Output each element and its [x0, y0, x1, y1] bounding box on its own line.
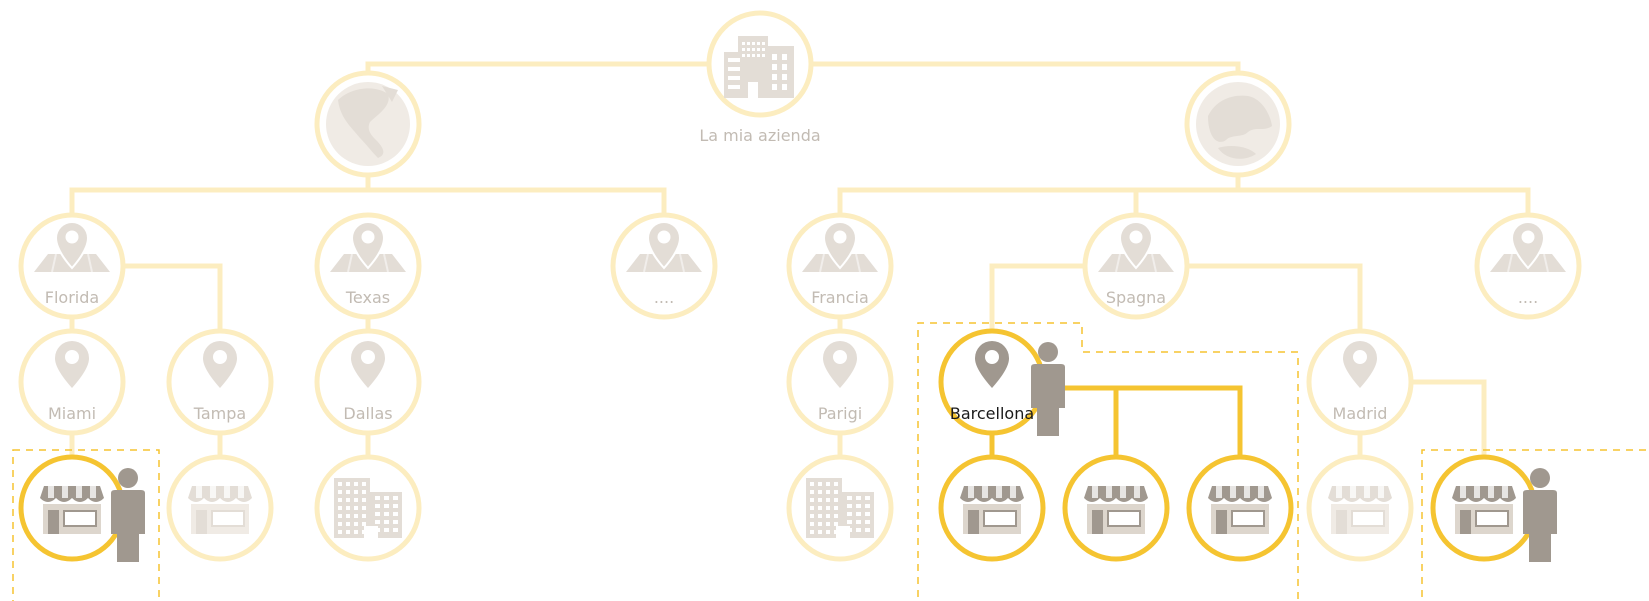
node-barcellona-store-1[interactable]: [938, 454, 1046, 562]
location-pin-icon: [55, 341, 89, 388]
node-texas[interactable]: Texas: [314, 212, 422, 320]
node-dallas[interactable]: Dallas: [314, 328, 422, 436]
node-barcellona-store-2[interactable]: [1062, 454, 1170, 562]
node-spagna[interactable]: Spagna: [1082, 212, 1190, 320]
node-label: Barcellona: [950, 404, 1034, 423]
selection-box-miami-store: [12, 449, 160, 601]
location-pin-icon: [1343, 341, 1377, 388]
store-icon: [40, 486, 104, 534]
node-na-more[interactable]: ....: [610, 212, 718, 320]
store-icon: [1328, 486, 1392, 534]
store-icon: [1084, 486, 1148, 534]
node-label: Spagna: [1106, 288, 1166, 307]
user-icon: [1523, 468, 1557, 562]
globe-europe-icon: [1196, 82, 1280, 166]
node-miami[interactable]: Miami: [18, 328, 126, 436]
map-pin-icon: [34, 221, 110, 273]
node-north-america[interactable]: [314, 70, 422, 178]
node-label: Dallas: [343, 404, 392, 423]
node-label: ....: [654, 288, 674, 307]
node-tampa-store[interactable]: [166, 454, 274, 562]
node-dallas-office[interactable]: [314, 454, 422, 562]
node-label: Parigi: [818, 404, 862, 423]
location-pin-icon: [351, 341, 385, 388]
map-pin-icon: [626, 221, 702, 273]
office-building-icon: [334, 478, 402, 538]
connector-city-to-sites: [69, 382, 1363, 508]
node-barcellona[interactable]: Barcellona: [938, 328, 1065, 436]
store-icon: [1452, 486, 1516, 534]
node-miami-store[interactable]: [18, 454, 145, 562]
map-pin-icon: [802, 221, 878, 273]
store-icon: [188, 486, 252, 534]
node-madrid[interactable]: Madrid: [1306, 328, 1414, 436]
node-eu-more[interactable]: ....: [1474, 212, 1582, 320]
node-label: Miami: [48, 404, 96, 423]
user-icon: [1031, 342, 1065, 436]
node-label: Florida: [45, 288, 99, 307]
node-parigi-office[interactable]: [786, 454, 894, 562]
node-europe[interactable]: [1184, 70, 1292, 178]
node-label: Madrid: [1333, 404, 1388, 423]
user-icon: [111, 468, 145, 562]
buildings-icon: [724, 36, 794, 98]
location-pin-icon: [203, 341, 237, 388]
node-francia[interactable]: Francia: [786, 212, 894, 320]
node-florida[interactable]: Florida: [18, 212, 126, 320]
store-icon: [1208, 486, 1272, 534]
node-label: ....: [1518, 288, 1538, 307]
node-parigi[interactable]: Parigi: [786, 328, 894, 436]
node-barcellona-store-3[interactable]: [1186, 454, 1294, 562]
node-madrid-store-1[interactable]: [1306, 454, 1414, 562]
node-label: Tampa: [193, 404, 246, 423]
location-pin-icon: [823, 341, 857, 388]
globe-americas-icon: [326, 82, 410, 166]
office-building-icon: [806, 478, 874, 538]
node-label: Francia: [811, 288, 869, 307]
store-icon: [960, 486, 1024, 534]
map-pin-icon: [1098, 221, 1174, 273]
node-root[interactable]: La mia azienda: [699, 10, 821, 145]
node-label: Texas: [345, 288, 390, 307]
map-pin-icon: [330, 221, 406, 273]
map-pin-icon: [1490, 221, 1566, 273]
node-tampa[interactable]: Tampa: [166, 328, 274, 436]
location-pin-icon: [975, 341, 1009, 388]
node-madrid-store-2[interactable]: [1430, 454, 1557, 562]
node-label: La mia azienda: [699, 126, 820, 145]
selection-dashes: [12, 322, 1649, 601]
selection-box-barcellona: [917, 322, 1299, 601]
selection-box-madrid-store: [1421, 449, 1649, 601]
